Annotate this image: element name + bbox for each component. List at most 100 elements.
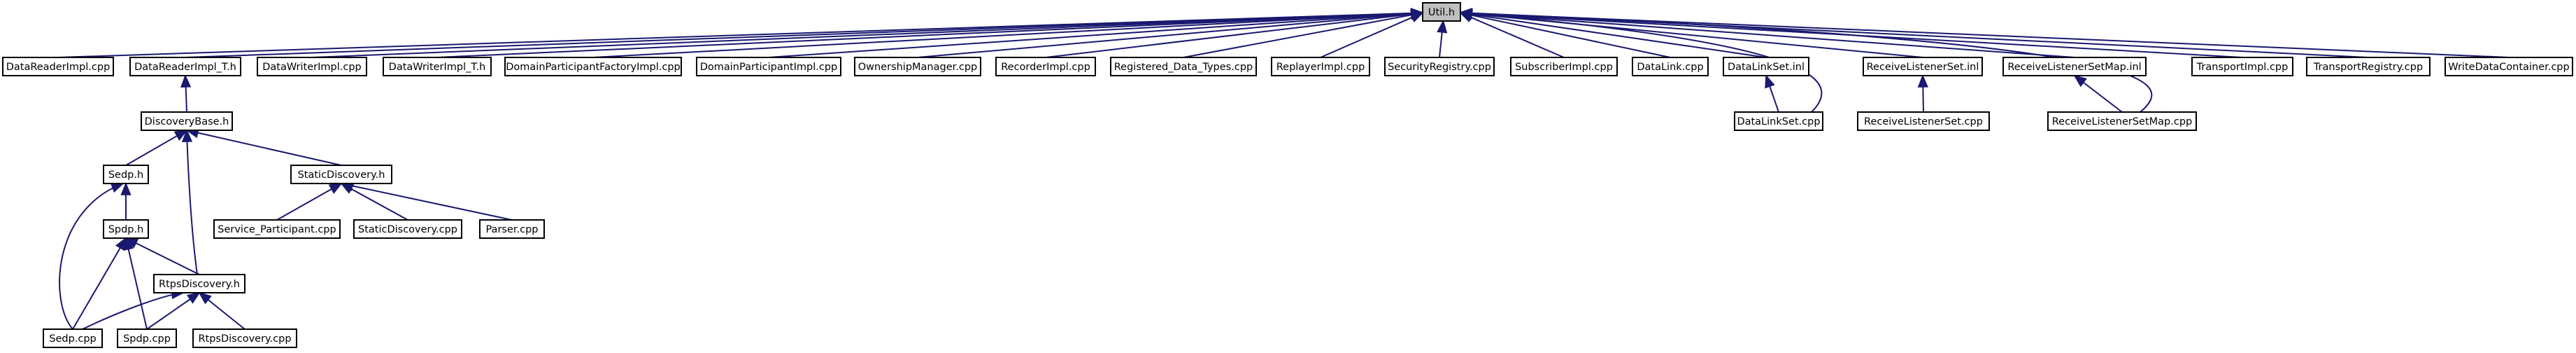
edge-spdp_cpp-to-rtpsdiscovery_h — [146, 291, 201, 330]
node-box — [1510, 57, 1618, 76]
node-securityregistry-cpp[interactable]: SecurityRegistry.cpp — [1384, 57, 1495, 76]
edge-line — [341, 183, 408, 221]
node-rtpsdiscovery-cpp[interactable]: RtpsDiscovery.cpp — [192, 328, 297, 348]
edge-line — [186, 130, 198, 275]
node-recorderimpl-cpp[interactable]: RecorderImpl.cpp — [995, 57, 1096, 76]
node-datareaderimpl-cpp[interactable]: DataReaderImpl.cpp — [2, 57, 114, 76]
node-parser-cpp[interactable]: Parser.cpp — [479, 219, 545, 239]
edge-line — [57, 12, 1423, 58]
node-datalink-cpp[interactable]: DataLink.cpp — [1632, 57, 1709, 76]
node-label: DataReaderImpl_T.h — [134, 62, 236, 73]
node-box — [2047, 111, 2197, 131]
arrowhead-icon — [110, 182, 124, 193]
node-box — [1271, 57, 1370, 76]
node-box — [1632, 57, 1709, 76]
node-box — [1863, 57, 1983, 76]
node-service-participant-cpp[interactable]: Service_Participant.cpp — [213, 219, 341, 239]
edge-spdp_h-to-sedp_h — [120, 182, 131, 220]
node-subscriberimpl-cpp[interactable]: SubscriberImpl.cpp — [1510, 57, 1618, 76]
node-receivelistenerset-cpp[interactable]: ReceiveListenerSet.cpp — [1857, 111, 1990, 131]
node-receivelistenersetmap-inl[interactable]: ReceiveListenerSetMap.inl — [2002, 57, 2147, 76]
edge-rtpsdiscovery_h-to-discoverybase_h — [181, 129, 198, 275]
node-domainparticipantfactoryimpl-cpp[interactable]: DomainParticipantFactoryImpl.cpp — [504, 57, 682, 76]
node-sedp-h[interactable]: Sedp.h — [103, 165, 149, 184]
node-label: RtpsDiscovery.h — [159, 279, 240, 290]
edge-sedp_cpp-to-sedp_h — [59, 182, 124, 330]
node-box — [479, 219, 545, 239]
node-box — [1384, 57, 1495, 76]
node-datareaderimpl-t-h[interactable]: DataReaderImpl_T.h — [129, 57, 241, 76]
node-datawriterimpl-cpp[interactable]: DataWriterImpl.cpp — [257, 57, 367, 76]
arrowhead-icon — [2073, 74, 2087, 88]
edge-sedp_cpp-to-rtpsdiscovery_h — [82, 288, 185, 330]
node-label: DiscoveryBase.h — [145, 116, 229, 127]
node-label: ReceiveListenerSet.cpp — [1864, 116, 1983, 127]
node-datalinkset-cpp[interactable]: DataLinkSet.cpp — [1734, 111, 1823, 131]
node-transportregistry-cpp[interactable]: TransportRegistry.cpp — [2306, 57, 2431, 76]
node-util-h[interactable]: Util.h — [1422, 2, 1461, 22]
node-box — [2191, 57, 2293, 76]
arrowhead-icon — [173, 130, 188, 141]
node-discoverybase-h[interactable]: DiscoveryBase.h — [141, 111, 233, 131]
node-box — [854, 57, 981, 76]
edge-line — [125, 237, 148, 330]
node-datalinkset-inl[interactable]: DataLinkSet.inl — [1723, 57, 1809, 76]
node-receivelistenerset-inl[interactable]: ReceiveListenerSet.inl — [1863, 57, 1983, 76]
node-label: SubscriberImpl.cpp — [1515, 62, 1613, 73]
edge-line — [1460, 12, 1565, 58]
node-label: DataWriterImpl.cpp — [262, 62, 362, 73]
edge-sedp_cpp-to-spdp_h — [72, 237, 127, 330]
edge-line — [125, 237, 200, 275]
node-box — [103, 219, 149, 239]
node-label: Sedp.h — [108, 169, 143, 181]
node-box — [2, 57, 114, 76]
node-sedp-cpp[interactable]: Sedp.cpp — [43, 328, 103, 348]
node-registered-data-types-cpp[interactable]: Registered_Data_Types.cpp — [1110, 57, 1257, 76]
node-box — [1422, 2, 1461, 22]
arrowhead-icon — [186, 291, 201, 304]
node-domainparticipantimpl-cpp[interactable]: DomainParticipantImpl.cpp — [696, 57, 841, 76]
node-label: DataLinkSet.cpp — [1737, 116, 1820, 127]
edge-spdp_cpp-to-spdp_h — [123, 237, 148, 330]
node-rtpsdiscovery-h[interactable]: RtpsDiscovery.h — [153, 274, 245, 293]
edge-line — [917, 12, 1423, 58]
node-staticdiscovery-cpp[interactable]: StaticDiscovery.cpp — [353, 219, 462, 239]
arrowhead-icon — [1409, 12, 1424, 22]
arrowhead-icon — [1765, 74, 1775, 89]
arrowhead-icon — [328, 183, 343, 194]
node-box — [2306, 57, 2431, 76]
node-box — [213, 219, 341, 239]
node-label: DataLinkSet.inl — [1728, 62, 1805, 73]
node-box — [696, 57, 841, 76]
node-datawriterimpl-t-h[interactable]: DataWriterImpl_T.h — [383, 57, 492, 76]
node-receivelistenersetmap-cpp[interactable]: ReceiveListenerSetMap.cpp — [2047, 111, 2197, 131]
node-writedatacontainer-cpp[interactable]: WriteDataContainer.cpp — [2445, 57, 2573, 76]
node-spdp-h[interactable]: Spdp.h — [103, 219, 149, 239]
node-spdp-cpp[interactable]: Spdp.cpp — [117, 328, 177, 348]
node-label: SecurityRegistry.cpp — [1388, 62, 1491, 73]
node-ownershipmanager-cpp[interactable]: OwnershipManager.cpp — [854, 57, 981, 76]
edge-line — [276, 183, 342, 221]
edge-writedatacontainer_cpp-to-util_h — [1459, 8, 2510, 58]
edge-sedp_h-to-discoverybase_h — [125, 130, 188, 166]
node-transportimpl-cpp[interactable]: TransportImpl.cpp — [2191, 57, 2293, 76]
edge-rtpsdiscovery_h-to-spdp_h — [124, 237, 200, 275]
edge-line — [82, 292, 184, 330]
node-label: OwnershipManager.cpp — [858, 62, 978, 73]
arrowhead-icon — [180, 74, 192, 88]
node-label: Spdp.cpp — [123, 333, 171, 345]
node-label: Service_Participant.cpp — [218, 224, 336, 235]
node-staticdiscovery-h[interactable]: StaticDiscovery.h — [290, 165, 392, 184]
edge-replayerimpl_cpp-to-util_h — [1320, 12, 1424, 58]
edge-line — [768, 12, 1423, 58]
edge-receivelistenerset_cpp-to-receivelistenerset_inl — [1917, 74, 1928, 113]
node-box — [129, 57, 241, 76]
arrowhead-icon — [181, 129, 193, 142]
arrowhead-icon — [1437, 20, 1448, 34]
edge-datalinkset_cpp-to-datalinkset_inl — [1765, 74, 1779, 113]
edge-securityregistry_cpp-to-util_h — [1437, 20, 1448, 58]
node-label: TransportRegistry.cpp — [2313, 62, 2423, 73]
node-label: Registered_Data_Types.cpp — [1114, 62, 1253, 73]
node-replayerimpl-cpp[interactable]: ReplayerImpl.cpp — [1271, 57, 1370, 76]
